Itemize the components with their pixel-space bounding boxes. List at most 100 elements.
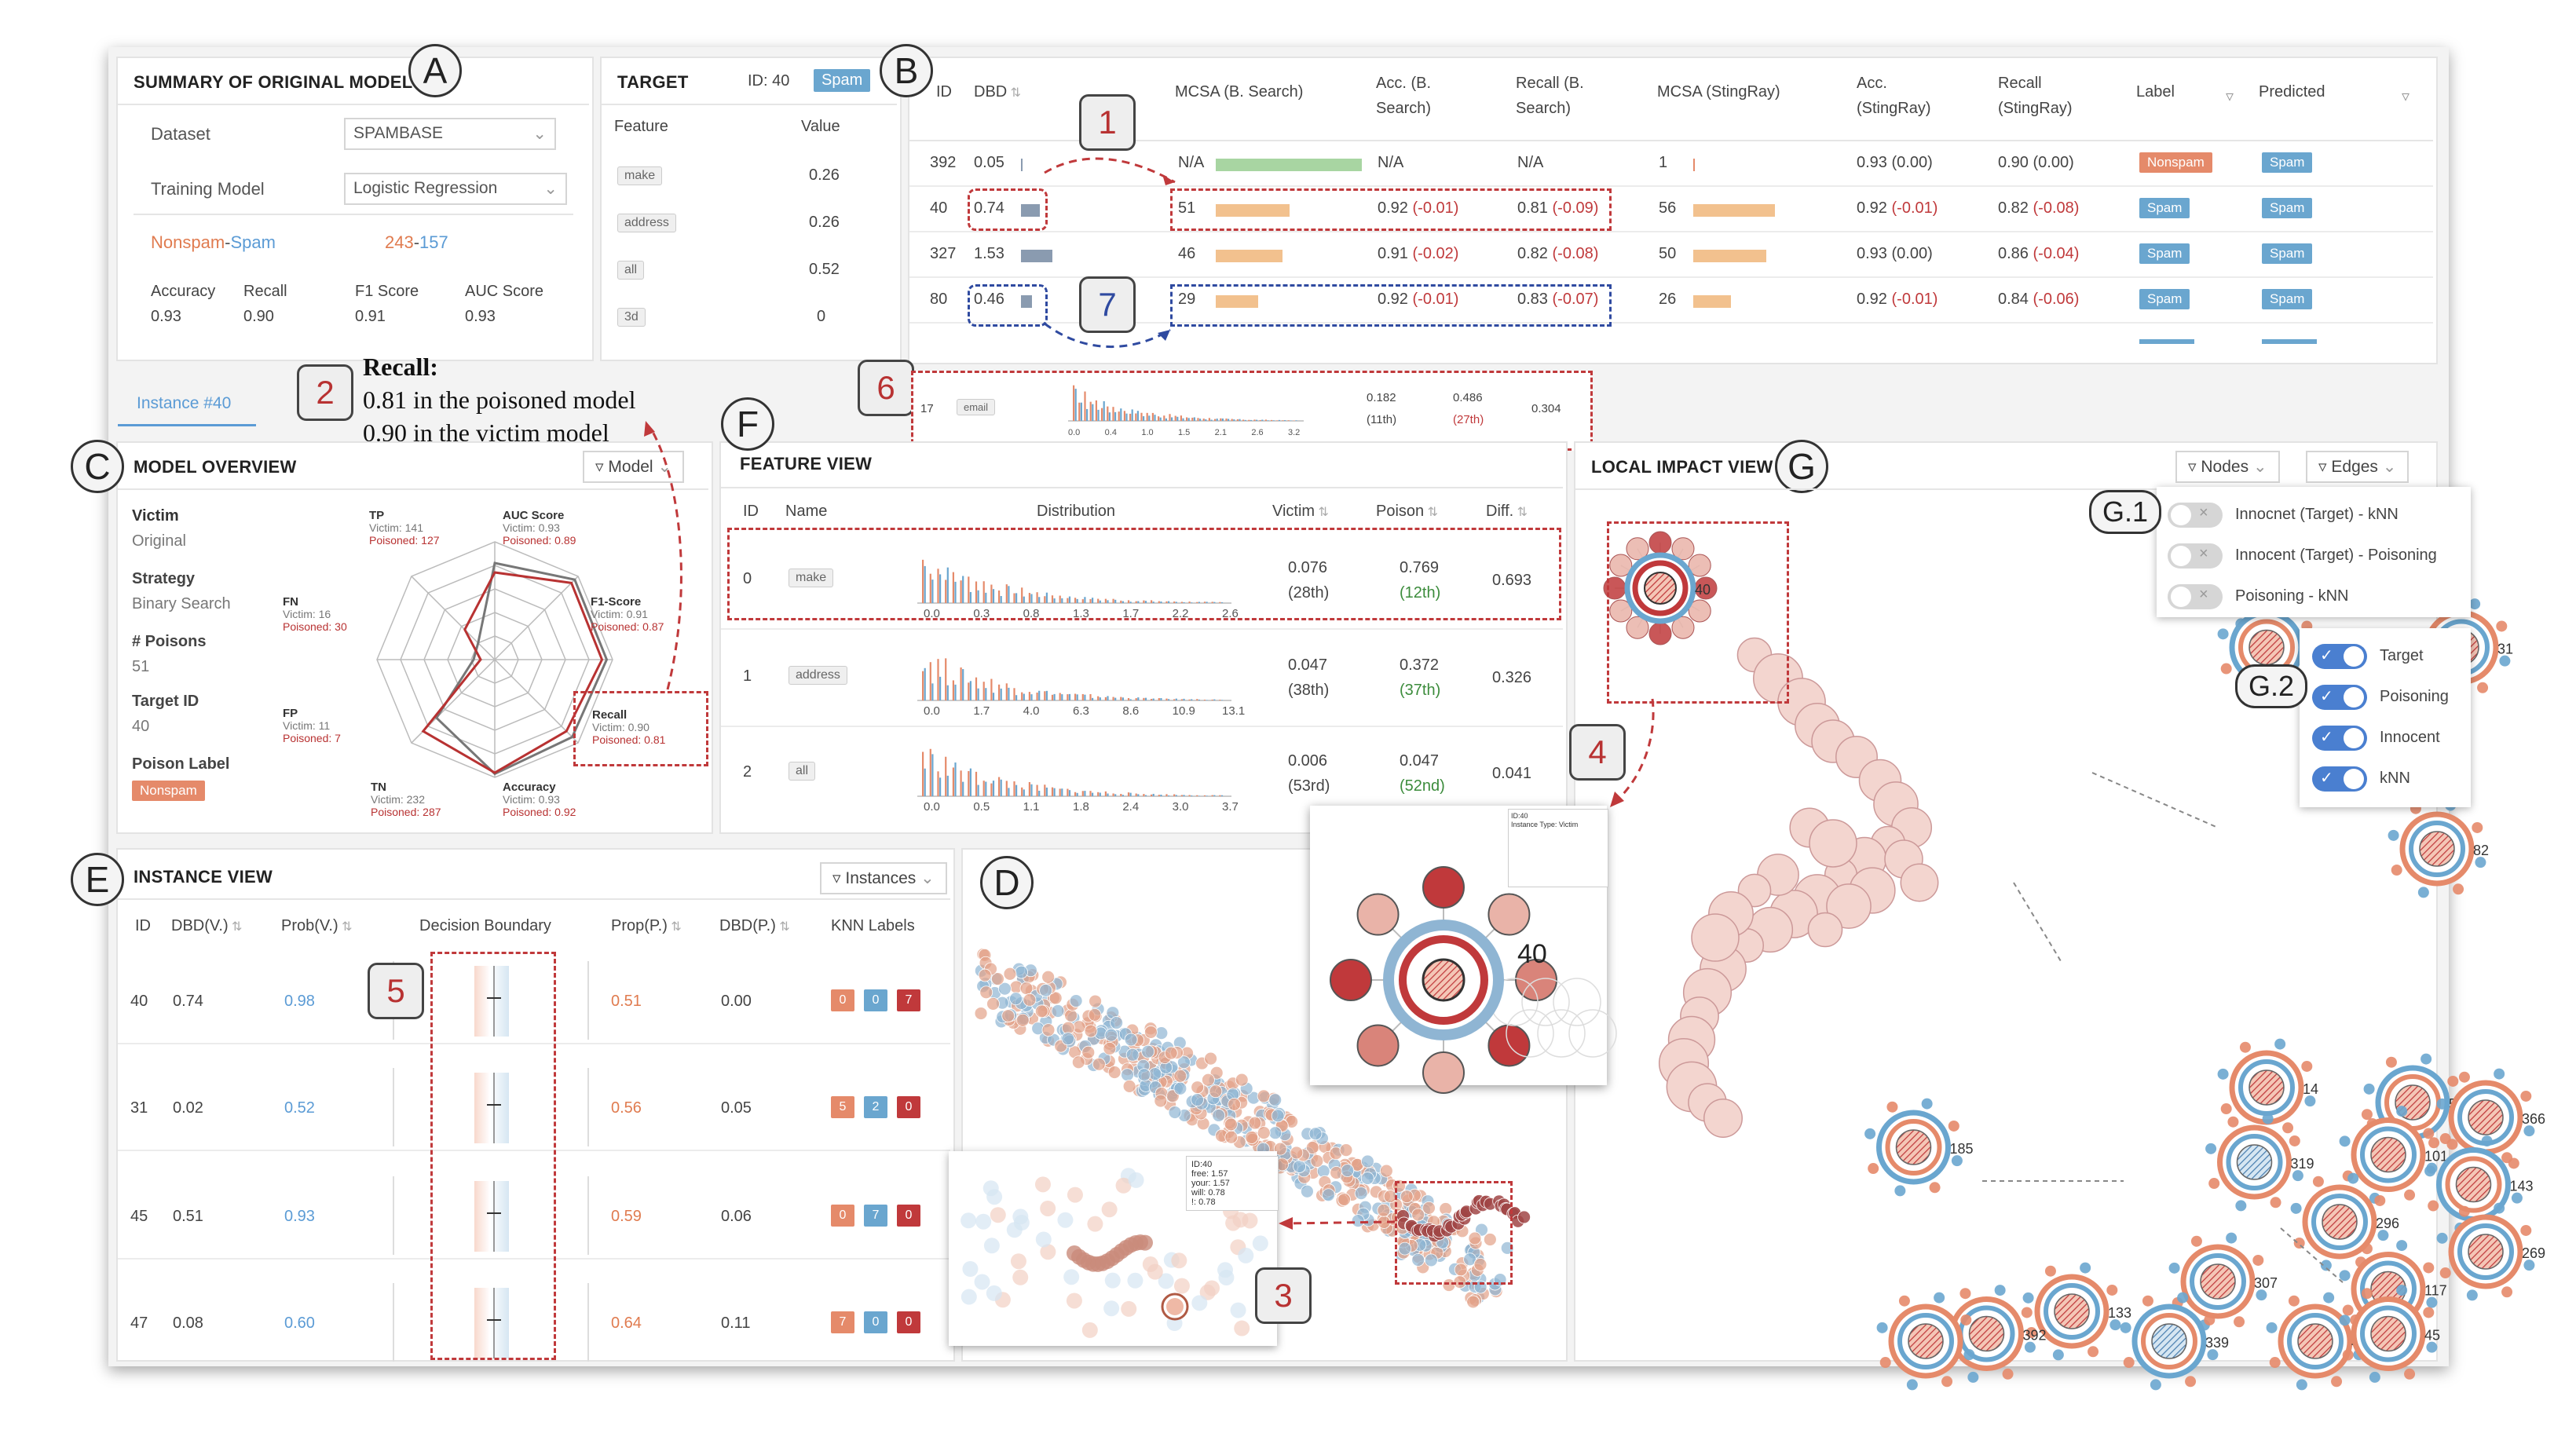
th-dbd[interactable]: DBD bbox=[974, 83, 1153, 101]
iv-th-dbd-p[interactable]: DBD(P.) bbox=[719, 917, 790, 935]
hist-bar-poison bbox=[1104, 598, 1107, 603]
hist-tick-label: 4.0 bbox=[1023, 704, 1040, 718]
table-header-divider bbox=[909, 140, 2433, 141]
iv-th-prob-v[interactable]: Prob(V.) bbox=[281, 917, 353, 935]
iv-th-decision[interactable]: Decision Boundary bbox=[419, 917, 551, 934]
target-panel bbox=[600, 57, 902, 361]
th-recall-sr[interactable]: Recall (StingRay) bbox=[1998, 71, 2072, 121]
th-predicted[interactable]: Predicted bbox=[2259, 83, 2325, 101]
instance-filter-label: Instances bbox=[845, 869, 917, 887]
row-dbd: 1.53 bbox=[974, 245, 1004, 262]
iv-th-dbd-v[interactable]: DBD(V.) bbox=[171, 917, 242, 935]
scatter-point bbox=[998, 982, 1012, 996]
poison-node bbox=[1900, 863, 1939, 902]
filter-icon[interactable]: ▿ bbox=[2226, 88, 2234, 105]
row-id: 327 bbox=[930, 245, 957, 262]
recall2-value: 0.86 bbox=[1998, 245, 2029, 262]
poison-node bbox=[1703, 1099, 1743, 1138]
zoom-point bbox=[1173, 1278, 1190, 1294]
neighbor-node bbox=[2262, 1113, 2274, 1124]
graph-dashed-edge bbox=[2013, 882, 2062, 962]
neighbor-node bbox=[2428, 1137, 2440, 1149]
edge-toggle[interactable]: × bbox=[2168, 543, 2223, 569]
neighbor-node bbox=[1941, 1376, 1953, 1388]
hist-bar-victim bbox=[1256, 419, 1258, 421]
training-select[interactable]: Logistic Regression ⌄ bbox=[344, 173, 567, 205]
hist-bar-victim bbox=[962, 576, 964, 603]
neighbor-node bbox=[2256, 1289, 2267, 1301]
instance-filter-button[interactable]: ▿ Instances ⌄ bbox=[820, 862, 947, 894]
node-toggle[interactable]: ✓ bbox=[2312, 685, 2367, 710]
fv-th-victim[interactable]: Victim bbox=[1272, 503, 1329, 521]
dataset-label: Dataset bbox=[151, 124, 210, 144]
hist-bar-poison bbox=[1158, 416, 1160, 421]
hist-bar-victim bbox=[1030, 594, 1033, 603]
node-toggle[interactable]: ✓ bbox=[2312, 644, 2367, 669]
th-mcsa-bs[interactable]: MCSA (B. Search) bbox=[1175, 83, 1304, 101]
hist-bar-poison bbox=[1021, 787, 1023, 796]
th-id[interactable]: ID bbox=[936, 83, 952, 101]
th-acc-bs[interactable]: Acc. (B. Search) bbox=[1376, 71, 1431, 121]
node-toggle[interactable]: ✓ bbox=[2312, 726, 2367, 751]
recall-value: N/A bbox=[1517, 154, 1544, 171]
th-acc-sr[interactable]: Acc. (StingRay) bbox=[1857, 71, 1930, 121]
iv-th-knn[interactable]: KNN Labels bbox=[831, 917, 915, 934]
hist-bar-victim bbox=[1030, 694, 1033, 700]
neighbor-node bbox=[2088, 1346, 2099, 1358]
knn-label-count: 7 bbox=[897, 989, 920, 1011]
tab-underline bbox=[118, 424, 256, 426]
hist-bar-poison bbox=[1005, 683, 1008, 700]
target-point-fill bbox=[1166, 1298, 1184, 1315]
edge-toggle[interactable]: × bbox=[2168, 584, 2223, 609]
th-recall-bs[interactable]: Recall (B. Search) bbox=[1516, 71, 1584, 121]
recall-value: 0.81 bbox=[1517, 199, 1548, 217]
hist-tick-label: 1.0 bbox=[1141, 428, 1153, 437]
iv-th-id[interactable]: ID bbox=[135, 917, 151, 934]
knn-label-count: 0 bbox=[897, 1311, 920, 1333]
filter-icon[interactable]: ▿ bbox=[2402, 88, 2410, 105]
hist-bar-victim bbox=[992, 693, 995, 700]
zoom-point bbox=[1171, 1252, 1187, 1269]
neighbor-node bbox=[2447, 1075, 2459, 1087]
mo-target-label: Target ID bbox=[132, 693, 199, 710]
th-acc-bs-2: Search) bbox=[1376, 100, 1432, 117]
hist-bar-poison bbox=[975, 677, 978, 700]
hist-bar-victim bbox=[969, 591, 971, 603]
fv-th-diff[interactable]: Diff. bbox=[1486, 503, 1528, 521]
projection-scatter[interactable] bbox=[961, 848, 1564, 1358]
edges-filter-button[interactable]: ▿ Edges ⌄ bbox=[2306, 451, 2410, 483]
dataset-select[interactable]: SPAMBASE ⌄ bbox=[344, 118, 556, 150]
edge-toggle[interactable]: × bbox=[2168, 503, 2223, 528]
hist-bar-victim bbox=[1267, 420, 1269, 421]
neighbor-node bbox=[2292, 1170, 2303, 1182]
neighbor-node bbox=[2342, 1349, 2354, 1361]
th-label[interactable]: Label bbox=[2136, 83, 2175, 101]
hist-bar-victim bbox=[931, 580, 934, 603]
col-divider bbox=[393, 1283, 394, 1362]
fv-th-poison[interactable]: Poison bbox=[1376, 503, 1438, 521]
fv-th-dist[interactable]: Distribution bbox=[1037, 503, 1116, 520]
hist-bar-poison bbox=[1197, 418, 1199, 421]
knn-label-count: 0 bbox=[864, 989, 887, 1011]
th-mcsa-sr[interactable]: MCSA (StingRay) bbox=[1657, 83, 1780, 101]
row-divider bbox=[909, 185, 2433, 187]
mo-poison-label-badge: Nonspam bbox=[132, 781, 205, 801]
node-toggle[interactable]: ✓ bbox=[2312, 766, 2367, 792]
tab-instance-40[interactable]: Instance #40 bbox=[137, 394, 232, 412]
impact-graph[interactable]: 2849731821457366101319143296269117185307… bbox=[1574, 490, 2545, 1391]
hist-bar-poison bbox=[1203, 795, 1206, 796]
fv-th-name[interactable]: Name bbox=[785, 503, 828, 520]
hist-bar-victim bbox=[1068, 693, 1071, 700]
close-icon: × bbox=[2199, 545, 2208, 562]
nodes-filter-button[interactable]: ▿ Nodes ⌄ bbox=[2175, 451, 2280, 483]
neighbor-node bbox=[1967, 1371, 1979, 1383]
row-mcsa-sr: 1 bbox=[1659, 154, 1668, 171]
zoom-point bbox=[975, 1213, 992, 1230]
hist-bar-poison bbox=[982, 682, 985, 700]
toggle-knob bbox=[2344, 728, 2364, 748]
iv-th-prop-p[interactable]: Prop(P.) bbox=[611, 917, 682, 935]
highlight-row80-dbd bbox=[968, 284, 1048, 327]
fv-th-id[interactable]: ID bbox=[743, 503, 759, 520]
acc2-delta: (-0.01) bbox=[1891, 199, 1938, 217]
hist-bar-poison bbox=[1146, 412, 1148, 421]
